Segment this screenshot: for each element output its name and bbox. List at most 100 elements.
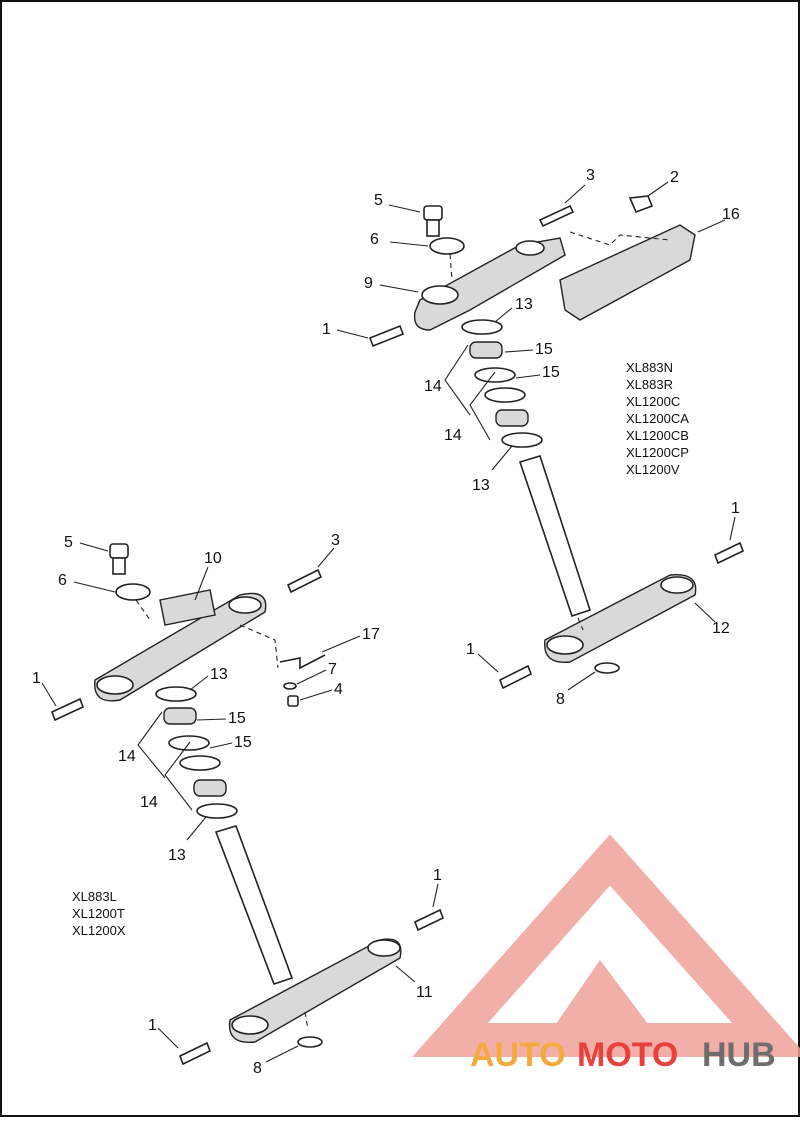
stem-lower <box>214 825 294 986</box>
dashline-lower-b <box>239 624 279 669</box>
bolt-5-upper-shank <box>426 219 440 237</box>
model-upper-4: XL1200CA <box>626 411 689 426</box>
automotohub-logo <box>412 834 800 1057</box>
race-15-upper-b <box>484 387 526 403</box>
callout-13-lower-b: 13 <box>168 847 186 864</box>
bolt-5-upper <box>423 205 443 221</box>
leader-16u <box>697 219 726 233</box>
dashline-lower-a <box>135 599 151 621</box>
callout-14-upper-b: 14 <box>444 427 462 444</box>
bracket-10-bore <box>96 675 134 695</box>
bolt-5-lower <box>109 543 129 559</box>
dashline-upper-c <box>577 617 584 631</box>
watermark-hub: HUB <box>702 1036 776 1074</box>
bracket-17 <box>279 654 326 670</box>
leader-17l <box>321 635 361 653</box>
upper-bracket-9 <box>413 237 566 331</box>
leader-5u <box>388 204 421 213</box>
callout-15-lower-a: 15 <box>228 710 246 727</box>
leader-2u <box>647 181 669 197</box>
lower-bracket-11 <box>228 938 402 1044</box>
washer-7 <box>283 682 297 690</box>
lower-bracket-bore <box>546 635 584 655</box>
leader-8l <box>265 1045 299 1063</box>
model-lower-3: XL1200X <box>72 923 126 938</box>
model-lower-1: XL883L <box>72 889 117 904</box>
model-upper-1: XL883N <box>626 360 673 375</box>
leader-4l <box>299 689 333 701</box>
upper-bracket-bore <box>421 285 459 305</box>
dashline-lower-c <box>304 1011 309 1031</box>
leader-3l <box>317 547 335 568</box>
bracket-10-riser <box>159 589 216 626</box>
callout-1-lower-a: 1 <box>32 670 41 687</box>
screw-1-lower-b <box>413 908 445 932</box>
bearing-14-upper-b <box>495 409 529 427</box>
callout-14-lower-a: 14 <box>118 748 136 765</box>
leader-5l <box>79 542 109 552</box>
brace-14lb <box>164 741 193 811</box>
screw-1-lower-a <box>50 697 85 722</box>
callout-15-upper-a: 15 <box>535 341 553 358</box>
stem-upper <box>518 455 592 618</box>
screw-2-upper <box>628 195 654 214</box>
leader-3u <box>564 184 586 204</box>
screw-1-upper <box>368 324 405 348</box>
leader-11l <box>395 965 416 983</box>
leader-1la <box>41 682 57 707</box>
callout-1-upper-c: 1 <box>466 641 475 658</box>
bracket-11-bore <box>231 1015 269 1035</box>
leader-9u <box>379 284 419 293</box>
leader-1uc <box>477 653 499 673</box>
leader-6u <box>389 241 429 247</box>
model-upper-3: XL1200C <box>626 394 680 409</box>
callout-1-upper-b: 1 <box>731 500 740 517</box>
leader-15ua <box>504 349 534 353</box>
washer-6-lower <box>115 583 151 601</box>
leader-10l <box>194 566 209 601</box>
seal-13-upper-b <box>501 432 543 448</box>
leader-15lb <box>209 742 233 749</box>
lower-bracket-12 <box>544 573 697 664</box>
callout-6-upper: 6 <box>370 231 379 248</box>
screw-1-lower-c <box>178 1041 212 1066</box>
screw-1-upper-b <box>713 541 745 565</box>
brace-14ua <box>444 344 471 416</box>
screw-3-lower <box>286 568 323 594</box>
leader-13lb <box>186 816 207 841</box>
callout-13-upper-b: 13 <box>472 477 490 494</box>
callout-15-upper-b: 15 <box>542 364 560 381</box>
callout-3-upper: 3 <box>586 167 595 184</box>
lower-bracket-bore-2 <box>660 576 694 594</box>
leader-8u <box>567 671 596 691</box>
clip-8-lower <box>297 1036 323 1048</box>
callout-1-lower-c: 1 <box>148 1017 157 1034</box>
bearing-14-lower-b <box>193 779 227 797</box>
leader-7l <box>296 669 327 685</box>
callout-13-lower-a: 13 <box>210 666 228 683</box>
callout-3-lower: 3 <box>331 532 340 549</box>
clip-8-upper <box>594 662 620 674</box>
callout-5-upper: 5 <box>374 192 383 209</box>
upper-bracket-bore-2 <box>515 240 545 256</box>
leader-1lc <box>157 1027 179 1049</box>
upper-assembly: 5 6 9 1 3 2 16 13 15 15 14 14 13 1 12 1 … <box>322 167 745 708</box>
callout-1-upper-a: 1 <box>322 321 331 338</box>
cover-16 <box>559 224 696 321</box>
race-15-upper-a <box>474 367 516 383</box>
callout-11-lower: 11 <box>416 984 433 1001</box>
callout-2-upper: 2 <box>670 169 679 186</box>
callout-5-lower: 5 <box>64 534 73 551</box>
watermark-text: AUTO MOTO HUB <box>470 1036 776 1074</box>
upper-bracket-10 <box>94 592 267 702</box>
callout-13-upper-a: 13 <box>515 296 533 313</box>
washer-6-upper <box>429 237 465 255</box>
callout-9-upper: 9 <box>364 275 373 292</box>
bearing-14-upper-a <box>469 341 503 359</box>
leader-12u <box>694 602 716 623</box>
callout-12-upper: 12 <box>712 620 730 637</box>
model-upper-2: XL883R <box>626 377 673 392</box>
callout-1-lower-b: 1 <box>433 867 442 884</box>
